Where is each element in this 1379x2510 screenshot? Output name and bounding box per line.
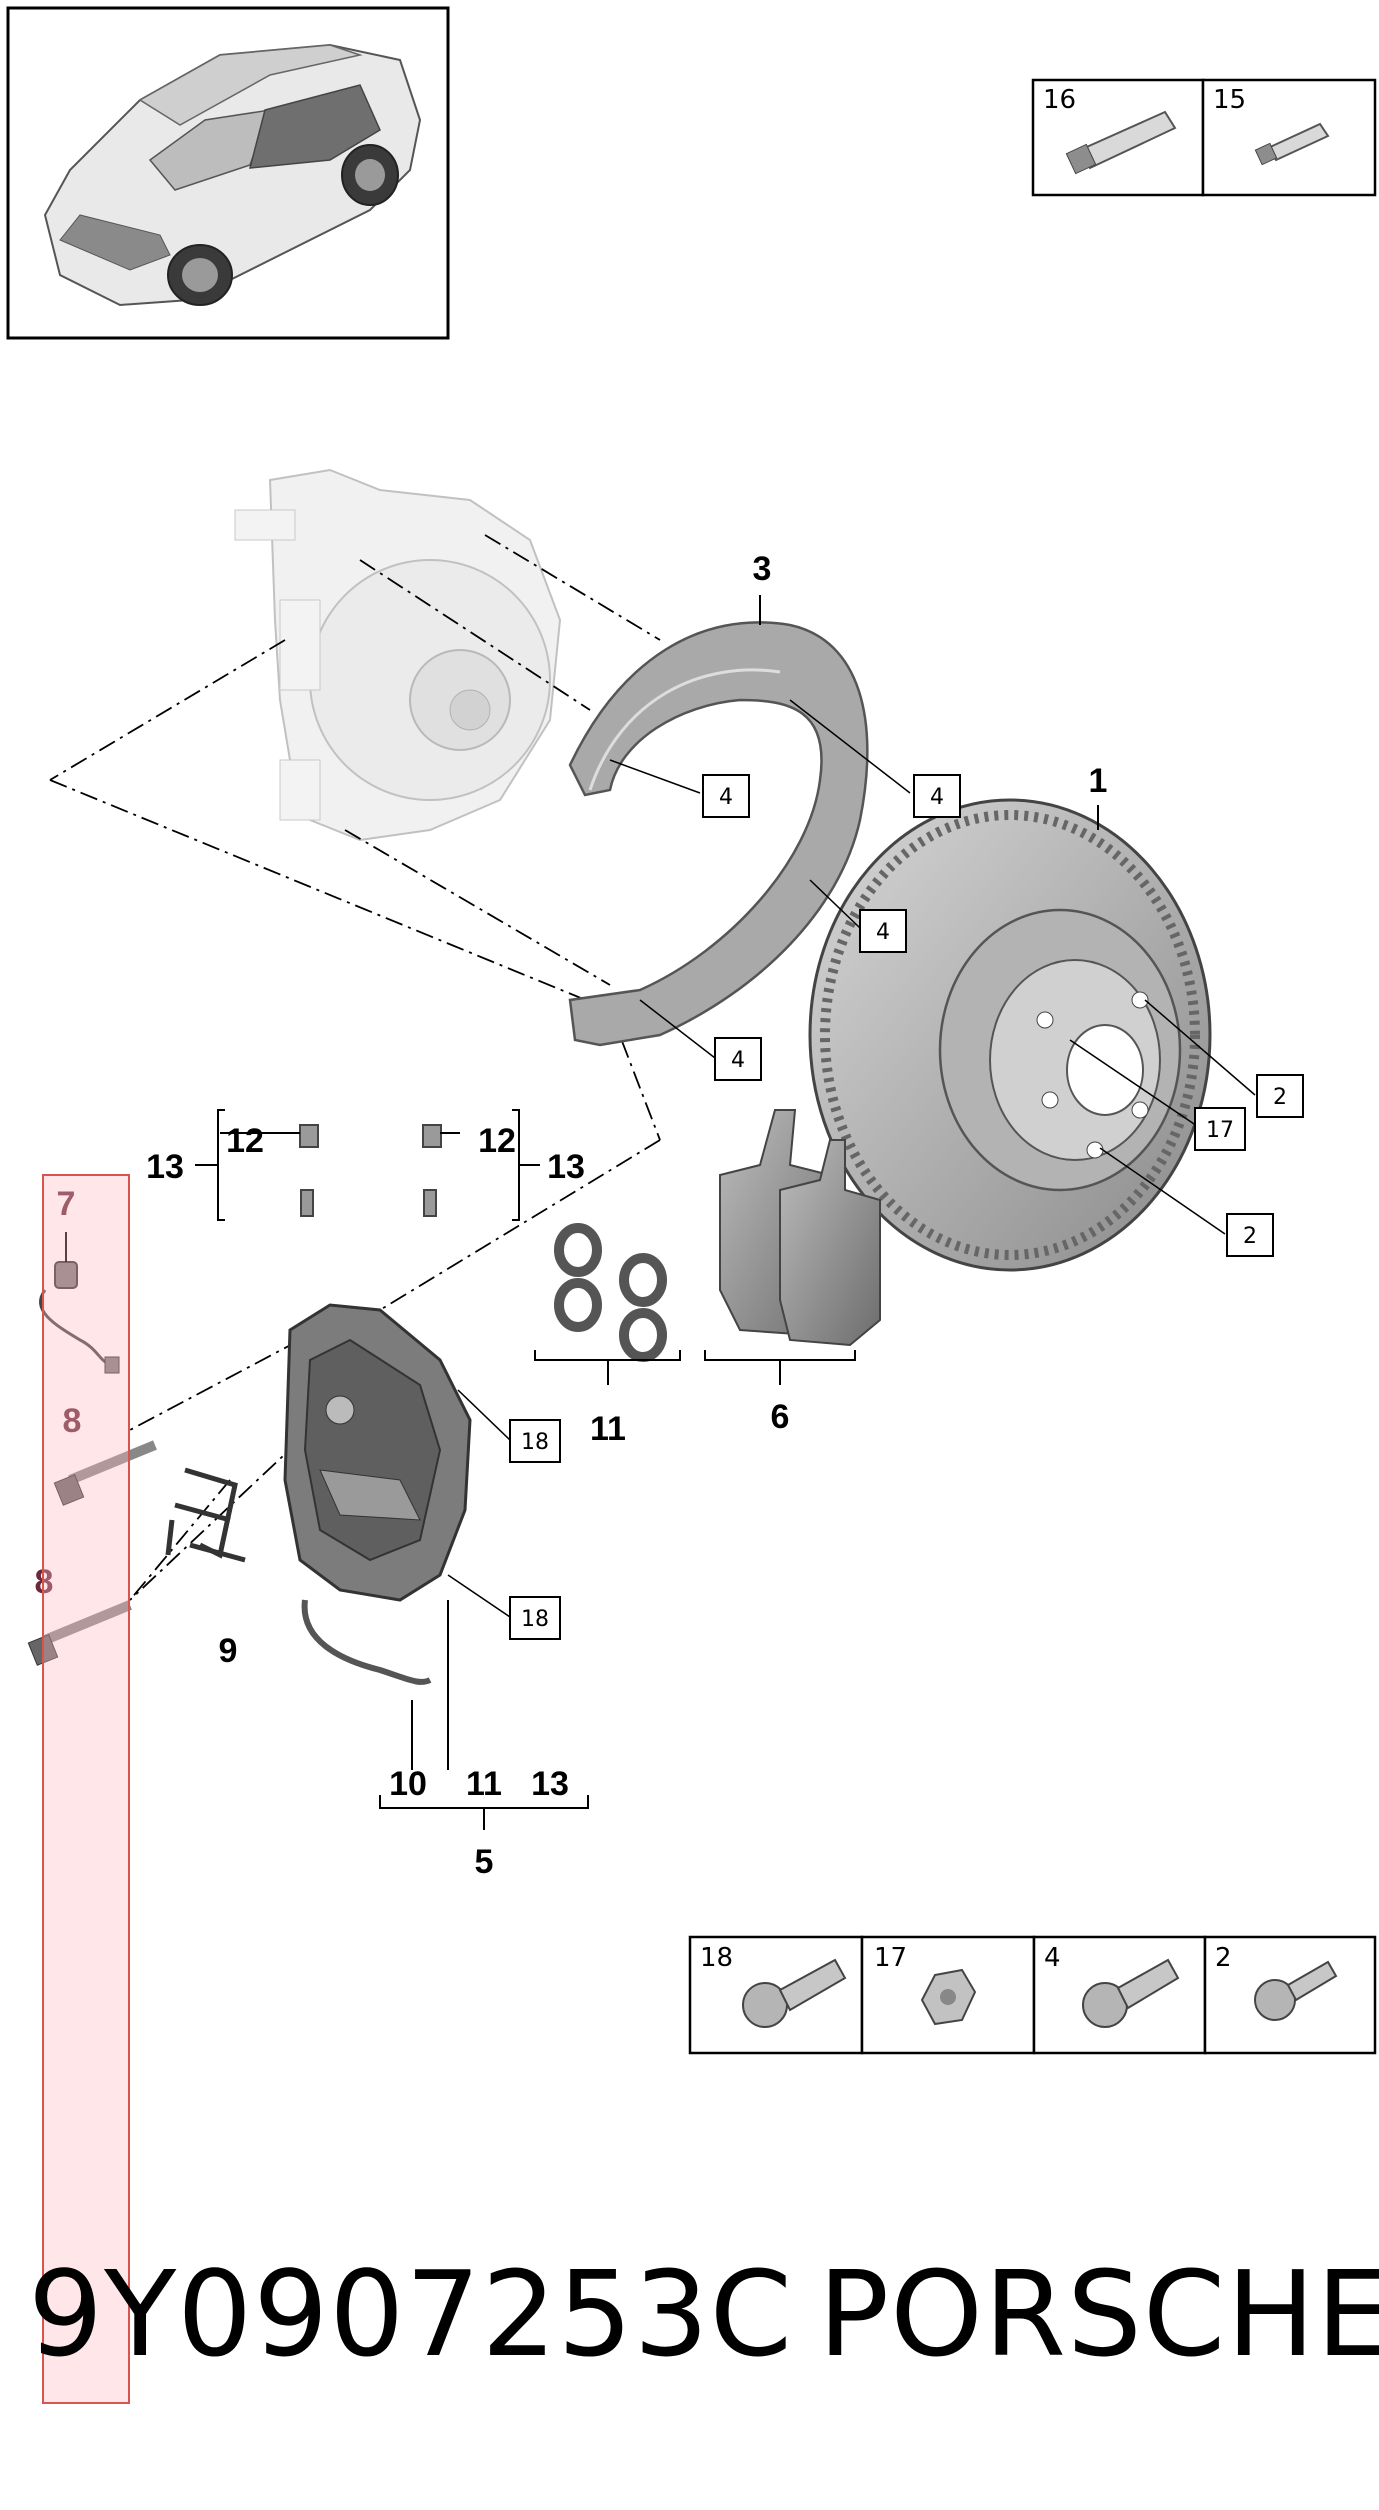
fastener-number-18: 18	[700, 1943, 733, 1973]
boxed-ref-4c: 4	[859, 909, 907, 953]
fastener-number-17: 17	[874, 1943, 907, 1973]
anti-rattle-spring	[165, 1467, 246, 1563]
part-number: 9Y0907253C	[28, 2245, 794, 2383]
group-brackets	[65, 595, 1099, 1830]
callout-9: 9	[219, 1632, 238, 1670]
leader-lines	[447, 699, 1256, 1618]
callout-12b: 12	[478, 1122, 516, 1160]
boxed-ref-18a-label: 18	[521, 1430, 549, 1455]
wheel-hub-carrier	[234, 468, 562, 842]
boxed-ref-18b-label: 18	[521, 1607, 549, 1632]
boxed-ref-4d: 4	[714, 1037, 762, 1081]
callout-13c: 13	[531, 1765, 569, 1803]
boxed-ref-17: 17	[1194, 1107, 1246, 1151]
torx-bolt-icon	[1082, 1958, 1180, 2028]
splined-bolt-icon	[742, 1958, 847, 2028]
assembly-lines	[49, 534, 661, 1601]
callout-8b: 8	[35, 1563, 54, 1601]
callout-8a: 8	[63, 1402, 82, 1440]
brake-pad-set	[719, 1109, 881, 1347]
vehicle-thumbnail	[6, 6, 450, 340]
callout-11b: 11	[466, 1765, 502, 1803]
brake-dust-shield	[568, 621, 869, 1047]
boxed-ref-4d-label: 4	[731, 1048, 745, 1073]
suv-car-icon	[43, 43, 422, 307]
fastener-number-2: 2	[1215, 1943, 1232, 1973]
boxed-references: 4 4 4 4 2 17 2 18 18	[509, 774, 1304, 1640]
callout-10: 10	[389, 1765, 427, 1803]
callout-13a: 13	[146, 1148, 184, 1186]
boxed-ref-4a-label: 4	[719, 785, 733, 810]
piston-seal-rings	[554, 1223, 667, 1362]
callout-12a: 12	[226, 1122, 264, 1160]
callout-11a: 11	[590, 1410, 626, 1448]
brake-disc	[808, 798, 1212, 1272]
lubricants-table: 16 15	[1031, 78, 1377, 197]
callout-7: 7	[57, 1185, 76, 1223]
plug-icon	[920, 1968, 977, 2026]
boxed-ref-2b: 2	[1226, 1213, 1274, 1257]
boxed-ref-4b: 4	[913, 774, 961, 818]
lube-number-15: 15	[1213, 85, 1246, 115]
lube-number-16: 16	[1043, 85, 1076, 115]
boxed-ref-4b-label: 4	[930, 785, 944, 810]
brand-name: PORSCHE	[818, 2245, 1379, 2383]
callout-5: 5	[475, 1843, 494, 1881]
boxed-ref-2a-label: 2	[1273, 1085, 1287, 1110]
fasteners-table: 18 17 4 2	[688, 1935, 1377, 2055]
callout-6: 6	[771, 1398, 790, 1436]
torx-screw-icon	[1254, 1960, 1338, 2021]
callout-3: 3	[753, 550, 772, 588]
callout-13b: 13	[547, 1148, 585, 1186]
highlight-overlay	[42, 1174, 130, 2404]
small-tube-icon	[1254, 122, 1330, 166]
boxed-ref-18b: 18	[509, 1596, 561, 1640]
boxed-ref-2a: 2	[1256, 1074, 1304, 1118]
boxed-ref-4c-label: 4	[876, 920, 890, 945]
boxed-ref-17-label: 17	[1206, 1118, 1234, 1143]
caliper-bolts	[27, 1440, 157, 1666]
fastener-number-4: 4	[1044, 1943, 1061, 1973]
boxed-ref-18a: 18	[509, 1419, 561, 1463]
boxed-ref-4a: 4	[702, 774, 750, 818]
callout-numbers: 1 3 5 6 7 8 8 9 10 11 11 12 12 13 13 13	[35, 550, 1108, 1881]
boxed-ref-2b-label: 2	[1243, 1224, 1257, 1249]
callout-1: 1	[1089, 762, 1108, 800]
brake-hose	[301, 1599, 432, 1685]
brake-caliper	[283, 1303, 472, 1602]
bleeder-valves	[299, 1124, 442, 1217]
large-tube-icon	[1065, 110, 1177, 175]
